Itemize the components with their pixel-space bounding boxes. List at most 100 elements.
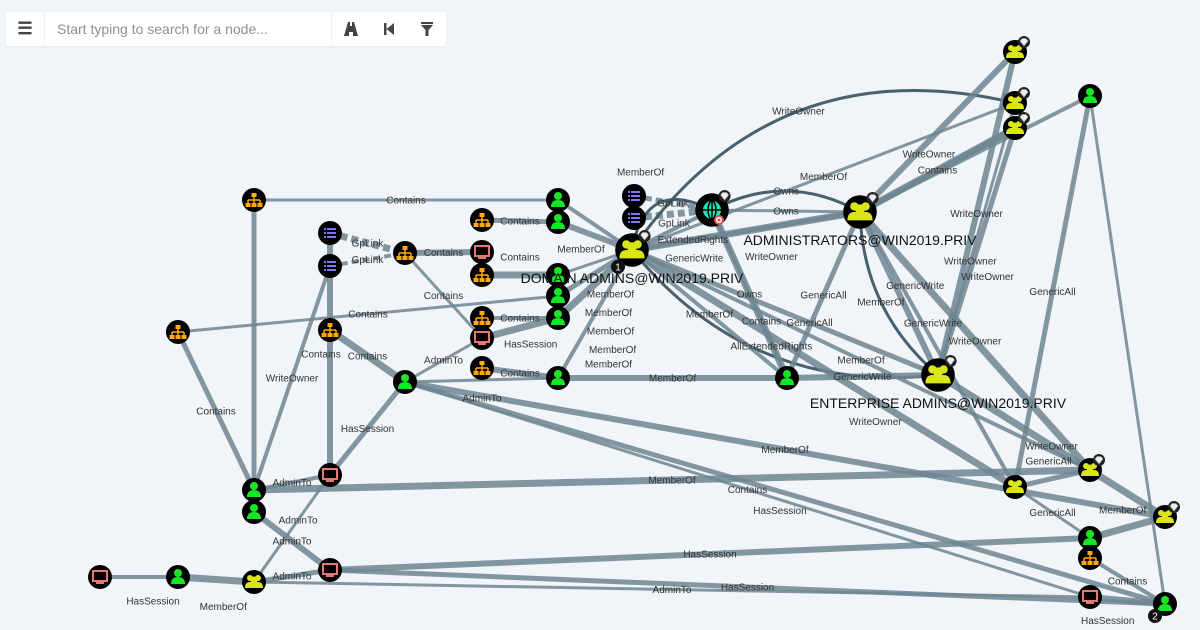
edge-writeowner[interactable]: [631, 210, 861, 252]
ou-node[interactable]: [166, 320, 190, 344]
group-node[interactable]: [921, 355, 957, 392]
edge-genericall[interactable]: [631, 247, 939, 378]
edge-label: Contains: [196, 407, 235, 418]
group-node[interactable]: [1003, 112, 1030, 140]
user-node[interactable]: [166, 565, 190, 589]
group-node[interactable]: [1078, 454, 1105, 482]
edge-memberof[interactable]: [631, 248, 1091, 472]
edge-writeowner[interactable]: [935, 127, 1018, 376]
gpo-node[interactable]: [318, 221, 342, 245]
edge-link[interactable]: [1088, 95, 1167, 605]
user-node[interactable]: 2: [1148, 592, 1177, 623]
edge-genericwrite[interactable]: [858, 211, 1017, 488]
edge-memberof[interactable]: [404, 379, 1166, 520]
ou-node[interactable]: [470, 356, 494, 380]
computer-node[interactable]: [1078, 585, 1102, 609]
user-node[interactable]: [393, 370, 417, 394]
gpo-node[interactable]: [622, 206, 646, 230]
edge-label: MemberOf: [587, 289, 634, 300]
group-node[interactable]: [242, 570, 266, 594]
edge-hassession[interactable]: [404, 379, 1166, 607]
group-node[interactable]: [1003, 475, 1027, 499]
computer-node[interactable]: [470, 240, 494, 264]
diamond-highvalue-icon: [944, 355, 957, 367]
user-node[interactable]: [242, 478, 266, 502]
edge-line: [630, 89, 1017, 251]
edge-writeowner[interactable]: [936, 372, 1167, 520]
edge-memberof[interactable]: [253, 466, 1091, 494]
edge-line: [710, 209, 789, 379]
computer-node[interactable]: [318, 463, 342, 487]
edge-line: [631, 248, 1091, 472]
edge-link[interactable]: [859, 94, 1091, 214]
back-button[interactable]: [370, 12, 408, 46]
user-icon: [551, 288, 565, 303]
ou-node[interactable]: [393, 241, 417, 265]
edge-hassession[interactable]: [329, 567, 1166, 607]
gpo-node[interactable]: [622, 184, 646, 208]
ou-node[interactable]: [318, 318, 342, 342]
computer-node[interactable]: [318, 558, 342, 582]
user-node[interactable]: [546, 284, 570, 308]
edge-contains[interactable]: [710, 209, 789, 379]
edge-label: Contains: [742, 316, 781, 327]
user-icon: [247, 482, 261, 497]
edge-label: MemberOf: [557, 245, 604, 256]
edge-writeowner[interactable]: [857, 209, 1093, 473]
edge-contains[interactable]: [403, 251, 484, 340]
edge-contains[interactable]: [175, 330, 257, 492]
edge-writeowner[interactable]: [935, 51, 1018, 376]
edge-adminto[interactable]: [404, 376, 559, 384]
filter-button[interactable]: [408, 12, 446, 46]
edge-memberof[interactable]: [631, 101, 1016, 252]
edge-writeowner[interactable]: [630, 89, 1017, 251]
edge-label: MemberOf: [649, 374, 696, 385]
group-node[interactable]: [1003, 36, 1030, 64]
ou-node[interactable]: [1078, 546, 1102, 570]
computer-node[interactable]: [470, 326, 494, 350]
edge-label: Owns: [773, 187, 799, 198]
user-node[interactable]: [546, 263, 570, 287]
menu-button[interactable]: ☰: [6, 12, 44, 46]
edge-contains[interactable]: [177, 294, 559, 334]
ou-node[interactable]: [242, 188, 266, 212]
edge-writeowner[interactable]: [630, 247, 1017, 490]
edge-genericwrite[interactable]: [786, 372, 939, 381]
group-node[interactable]: [843, 192, 879, 229]
edge-line: [328, 380, 407, 477]
domain-node[interactable]: [695, 190, 731, 227]
edge-hassession[interactable]: [329, 535, 1091, 573]
user-node[interactable]: [1078, 526, 1102, 550]
user-node[interactable]: [546, 366, 570, 390]
edge-line: [404, 376, 559, 384]
diamond-highvalue-icon: [638, 230, 651, 242]
ou-node[interactable]: [470, 263, 494, 287]
edge-label: WriteOwner: [944, 256, 997, 267]
edge-adminto[interactable]: [252, 474, 332, 583]
user-node[interactable]: [546, 188, 570, 212]
gpo-node[interactable]: [318, 254, 342, 278]
edge-genericall[interactable]: [784, 210, 863, 380]
ou-node[interactable]: [470, 208, 494, 232]
group-node[interactable]: [1003, 87, 1030, 115]
edge-memberof[interactable]: [852, 210, 939, 377]
user-node[interactable]: [242, 500, 266, 524]
edge-genericall[interactable]: [1012, 95, 1093, 488]
group-node[interactable]: 1: [611, 230, 651, 274]
pathfinding-button[interactable]: [332, 12, 370, 46]
ou-node[interactable]: [470, 306, 494, 330]
edge-line: [859, 94, 1091, 214]
group-node[interactable]: [1153, 501, 1180, 529]
user-node[interactable]: [1078, 84, 1102, 108]
computer-node[interactable]: [88, 565, 112, 589]
node-search-input[interactable]: [44, 12, 332, 46]
user-node[interactable]: [546, 306, 570, 330]
edge-writeowner[interactable]: [252, 265, 332, 491]
edge-link[interactable]: [857, 49, 1018, 215]
user-node[interactable]: [775, 366, 799, 390]
edge-label: WriteOwner: [903, 150, 956, 161]
user-node[interactable]: [546, 210, 570, 234]
edge-label: HasSession: [504, 339, 557, 350]
edge-hassession[interactable]: [328, 380, 407, 477]
